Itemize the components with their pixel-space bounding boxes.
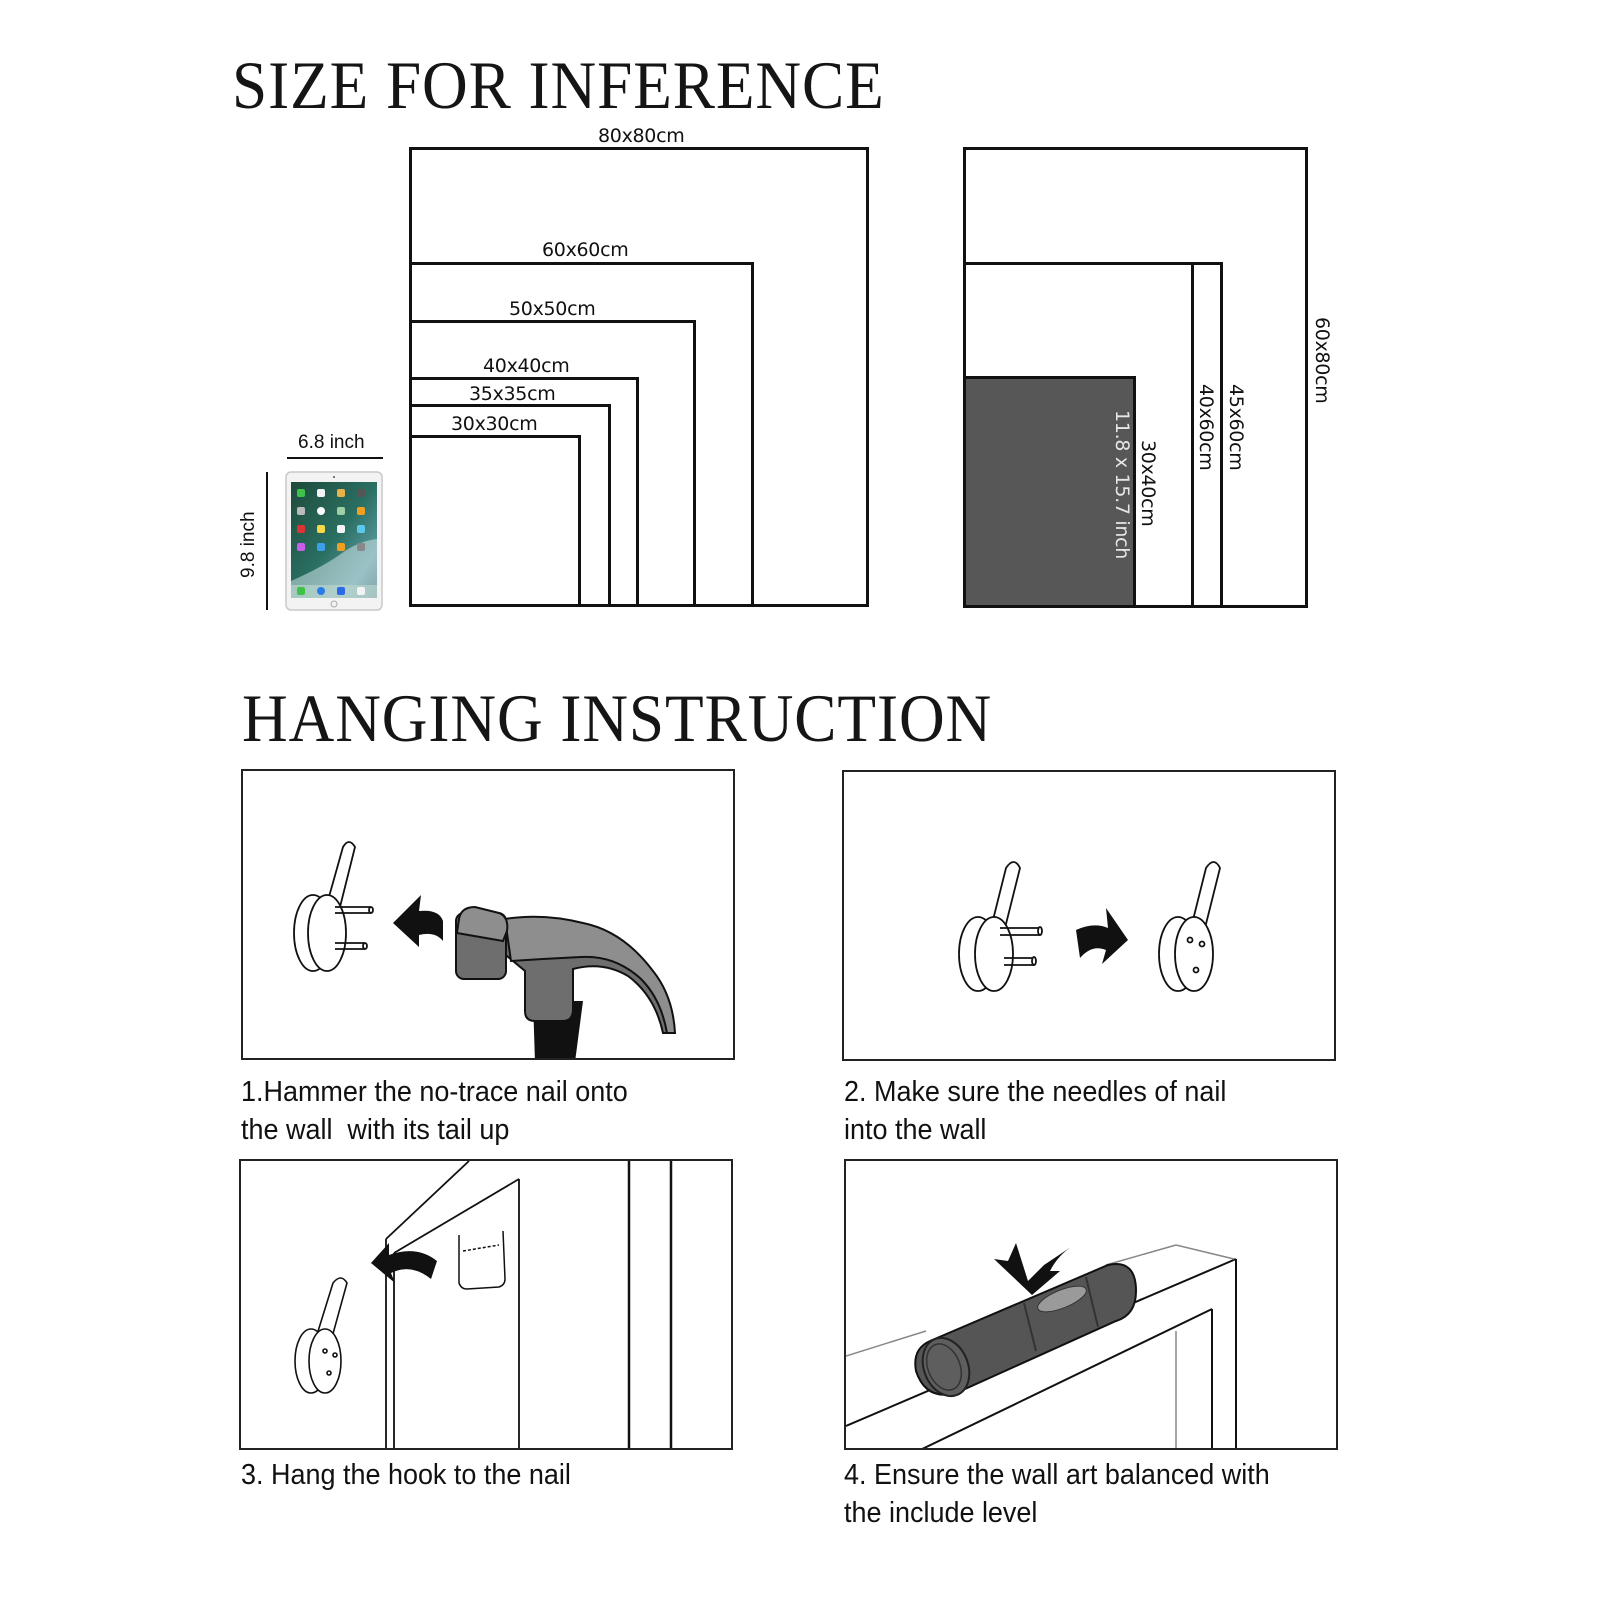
step-2-line-1: 2. Make sure the needles of nail	[844, 1076, 1227, 1108]
step-4-line-1: 4. Ensure the wall art balanced with	[844, 1459, 1270, 1491]
size-label-35x35: 35x35cm	[469, 383, 556, 405]
step-1-caption: 1.Hammer the no-trace nail onto the wall…	[241, 1073, 628, 1149]
size-label-50x50: 50x50cm	[509, 298, 596, 320]
hammer-icon	[455, 905, 677, 1058]
step-2-illustration	[842, 770, 1336, 1061]
step-4-illustration	[844, 1159, 1338, 1450]
arrow-right-icon	[1076, 908, 1128, 964]
arrow-left-icon	[393, 895, 443, 947]
curved-arrow-left-icon	[371, 1243, 437, 1283]
sawtooth-hanger-icon	[458, 1230, 506, 1290]
nail-hook-icon	[294, 1277, 348, 1394]
step-4-line-2: the include level	[844, 1497, 1038, 1529]
ipad-width-line	[287, 457, 383, 459]
step-3-caption: 3. Hang the hook to the nail	[241, 1456, 571, 1494]
ipad-height-label: 9.8 inch	[238, 511, 259, 578]
ipad-image	[285, 471, 383, 611]
step-3-line-1: 3. Hang the hook to the nail	[241, 1459, 571, 1491]
hanging-section-title: HANGING INSTRUCTION	[242, 680, 993, 756]
nail-hook-pressed-icon	[1158, 861, 1221, 992]
step-4-caption: 4. Ensure the wall art balanced with the…	[844, 1456, 1270, 1532]
ipad-height-line	[266, 472, 268, 610]
spirit-level-icon	[914, 1263, 1138, 1398]
ipad-width-label: 6.8 inch	[298, 432, 365, 453]
size-label-40x40: 40x40cm	[483, 355, 570, 377]
size-label-40x60: 40x60cm	[1195, 384, 1217, 471]
size-label-60x80: 60x80cm	[1311, 317, 1333, 404]
step-1-line-1: 1.Hammer the no-trace nail onto	[241, 1076, 628, 1108]
arrow-down-left-icon	[994, 1243, 1074, 1295]
nail-hook-with-pins-icon	[958, 861, 1043, 992]
size-section-title: SIZE FOR INFERENCE	[232, 47, 885, 123]
size-label-45x60: 45x60cm	[1225, 384, 1247, 471]
size-label-30x40: 30x40cm	[1137, 440, 1159, 527]
step-2-caption: 2. Make sure the needles of nail into th…	[844, 1073, 1226, 1149]
step-1-line-2: the wall with its tail up	[241, 1114, 510, 1146]
nail-hook-icon	[293, 841, 374, 972]
size-label-inches: 11.8 x 15.7 inch	[1111, 410, 1133, 559]
step-3-illustration	[239, 1159, 733, 1450]
size-box-30x40-highlight	[963, 376, 1136, 608]
size-label-80x80: 80x80cm	[598, 125, 685, 147]
step-1-illustration	[241, 769, 735, 1060]
size-label-30x30: 30x30cm	[451, 413, 538, 435]
step-2-line-2: into the wall	[844, 1114, 987, 1146]
size-box-30x30	[409, 435, 581, 607]
size-label-60x60: 60x60cm	[542, 239, 629, 261]
